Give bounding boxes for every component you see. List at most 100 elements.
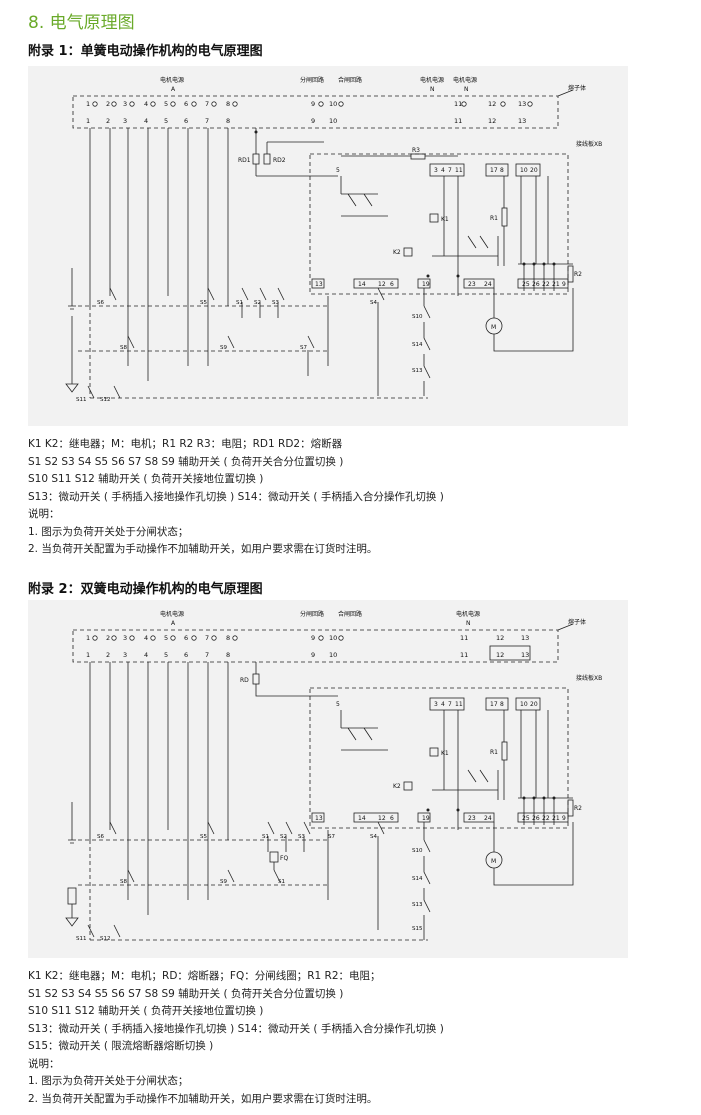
svg-text:12: 12 <box>378 815 386 822</box>
svg-text:3: 3 <box>123 651 127 659</box>
svg-text:1: 1 <box>86 634 90 642</box>
svg-text:S7: S7 <box>328 834 335 840</box>
a1-rd2-label: RD2 <box>273 157 286 164</box>
a2-r2-resistor <box>567 799 574 817</box>
a2-r1-resistor <box>501 741 508 761</box>
svg-text:1: 1 <box>86 100 90 108</box>
a1-rd2-fuse <box>263 153 271 165</box>
svg-text:13: 13 <box>518 117 526 125</box>
note-line: 说明： <box>28 1057 60 1070</box>
note-line: S1 S2 S3 S4 S5 S6 S7 S8 S9 辅助开关 ( 负荷开关合分… <box>28 455 344 468</box>
svg-text:9: 9 <box>311 117 315 125</box>
a1-k2-label: K2 <box>393 249 401 256</box>
svg-text:11: 11 <box>455 701 463 708</box>
svg-text:22: 22 <box>542 281 550 288</box>
a1-motor-label: M <box>491 324 496 331</box>
a2-k2-relay <box>403 781 413 791</box>
svg-text:9: 9 <box>562 815 566 822</box>
svg-text:8: 8 <box>226 100 230 108</box>
svg-text:S12: S12 <box>100 397 111 403</box>
appendix1-diagram: 电机电源 A 分闸回路 合闸回路 电机电源 N 电机电源 N 熔子体 接线板XB… <box>28 66 628 426</box>
svg-text:11: 11 <box>460 634 468 642</box>
svg-text:S6: S6 <box>97 834 104 840</box>
svg-text:6: 6 <box>184 100 188 108</box>
a1-r3-label: R3 <box>412 147 420 154</box>
svg-text:S13: S13 <box>412 902 423 908</box>
svg-text:S2: S2 <box>254 300 261 306</box>
appendix2-notes: K1 K2：继电器；M：电机；RD：熔断器；FQ：分闸线圈；R1 R2：电阻； … <box>28 968 444 1108</box>
a2-fq-coil <box>269 851 279 863</box>
svg-text:22: 22 <box>542 815 550 822</box>
svg-text:2: 2 <box>106 634 110 642</box>
a2-board-label: 接线板XB <box>576 674 602 682</box>
svg-text:25: 25 <box>522 281 530 288</box>
svg-text:4: 4 <box>144 651 148 659</box>
a2-rd-label: RD <box>240 677 249 684</box>
note-line: K1 K2：继电器；M：电机；R1 R2 R3：电阻；RD1 RD2：熔断器 <box>28 438 343 450</box>
svg-text:13: 13 <box>518 100 526 108</box>
svg-text:12: 12 <box>496 634 504 642</box>
a1-n1: N <box>430 86 435 93</box>
a1-r1-label: R1 <box>490 215 498 222</box>
a2-xb-board <box>309 687 569 829</box>
svg-text:S2: S2 <box>280 834 287 840</box>
a1-phase-a: A <box>171 86 176 93</box>
svg-text:S10: S10 <box>412 848 423 854</box>
note-line: 1. 图示为负荷开关处于分闸状态； <box>28 1075 189 1087</box>
svg-text:6: 6 <box>390 815 394 822</box>
svg-text:S1: S1 <box>278 879 285 885</box>
svg-text:14: 14 <box>358 815 366 822</box>
a2-k1-label: K1 <box>441 750 449 757</box>
svg-text:5: 5 <box>164 651 168 659</box>
svg-text:26: 26 <box>532 815 540 822</box>
svg-text:5: 5 <box>164 117 168 125</box>
svg-text:9: 9 <box>562 281 566 288</box>
svg-text:19: 19 <box>422 281 430 288</box>
svg-text:S9: S9 <box>220 345 227 351</box>
svg-text:S4: S4 <box>370 834 377 840</box>
svg-text:3: 3 <box>434 167 438 174</box>
svg-text:7: 7 <box>448 167 452 174</box>
svg-text:17: 17 <box>490 701 498 708</box>
a2-fq-label: FQ <box>280 855 288 862</box>
svg-text:9: 9 <box>311 634 315 642</box>
a2-motor-power-n: 电机电源 <box>456 610 480 618</box>
a1-board-label: 接线板XB <box>576 140 602 148</box>
svg-text:6: 6 <box>184 117 188 125</box>
svg-text:3: 3 <box>123 634 127 642</box>
a1-terminal-strip <box>72 95 559 129</box>
svg-text:9: 9 <box>311 651 315 659</box>
svg-text:24: 24 <box>484 281 492 288</box>
svg-text:7: 7 <box>205 651 209 659</box>
a2-k1-relay <box>429 747 439 757</box>
a2-r2-label: R2 <box>574 805 582 812</box>
a2-r1-label: R1 <box>490 749 498 756</box>
appendix1-notes: K1 K2：继电器；M：电机；R1 R2 R3：电阻；RD1 RD2：熔断器 S… <box>28 436 444 559</box>
svg-text:10: 10 <box>329 117 337 125</box>
note-line: S13：微动开关 ( 手柄插入接地操作孔切换 ) S14：微动开关 ( 手柄插入… <box>28 490 444 503</box>
svg-text:11: 11 <box>454 100 462 108</box>
svg-text:8: 8 <box>226 117 230 125</box>
a1-r2-resistor <box>567 265 574 283</box>
svg-text:1: 1 <box>86 651 90 659</box>
svg-text:S9: S9 <box>220 879 227 885</box>
a1-r3-resistor <box>410 153 426 160</box>
svg-text:S5: S5 <box>200 300 207 306</box>
note-line: S10 S11 S12 辅助开关 ( 负荷开关接地位置切换 ) <box>28 1005 264 1017</box>
a1-k1-relay <box>429 213 439 223</box>
svg-text:10: 10 <box>520 701 528 708</box>
svg-text:2: 2 <box>106 117 110 125</box>
svg-text:7: 7 <box>448 701 452 708</box>
svg-text:S1: S1 <box>262 834 269 840</box>
svg-text:4: 4 <box>441 701 445 708</box>
svg-text:13: 13 <box>521 634 529 642</box>
a1-k1-label: K1 <box>441 216 449 223</box>
svg-text:S10: S10 <box>412 314 423 320</box>
svg-text:S11: S11 <box>76 397 87 403</box>
